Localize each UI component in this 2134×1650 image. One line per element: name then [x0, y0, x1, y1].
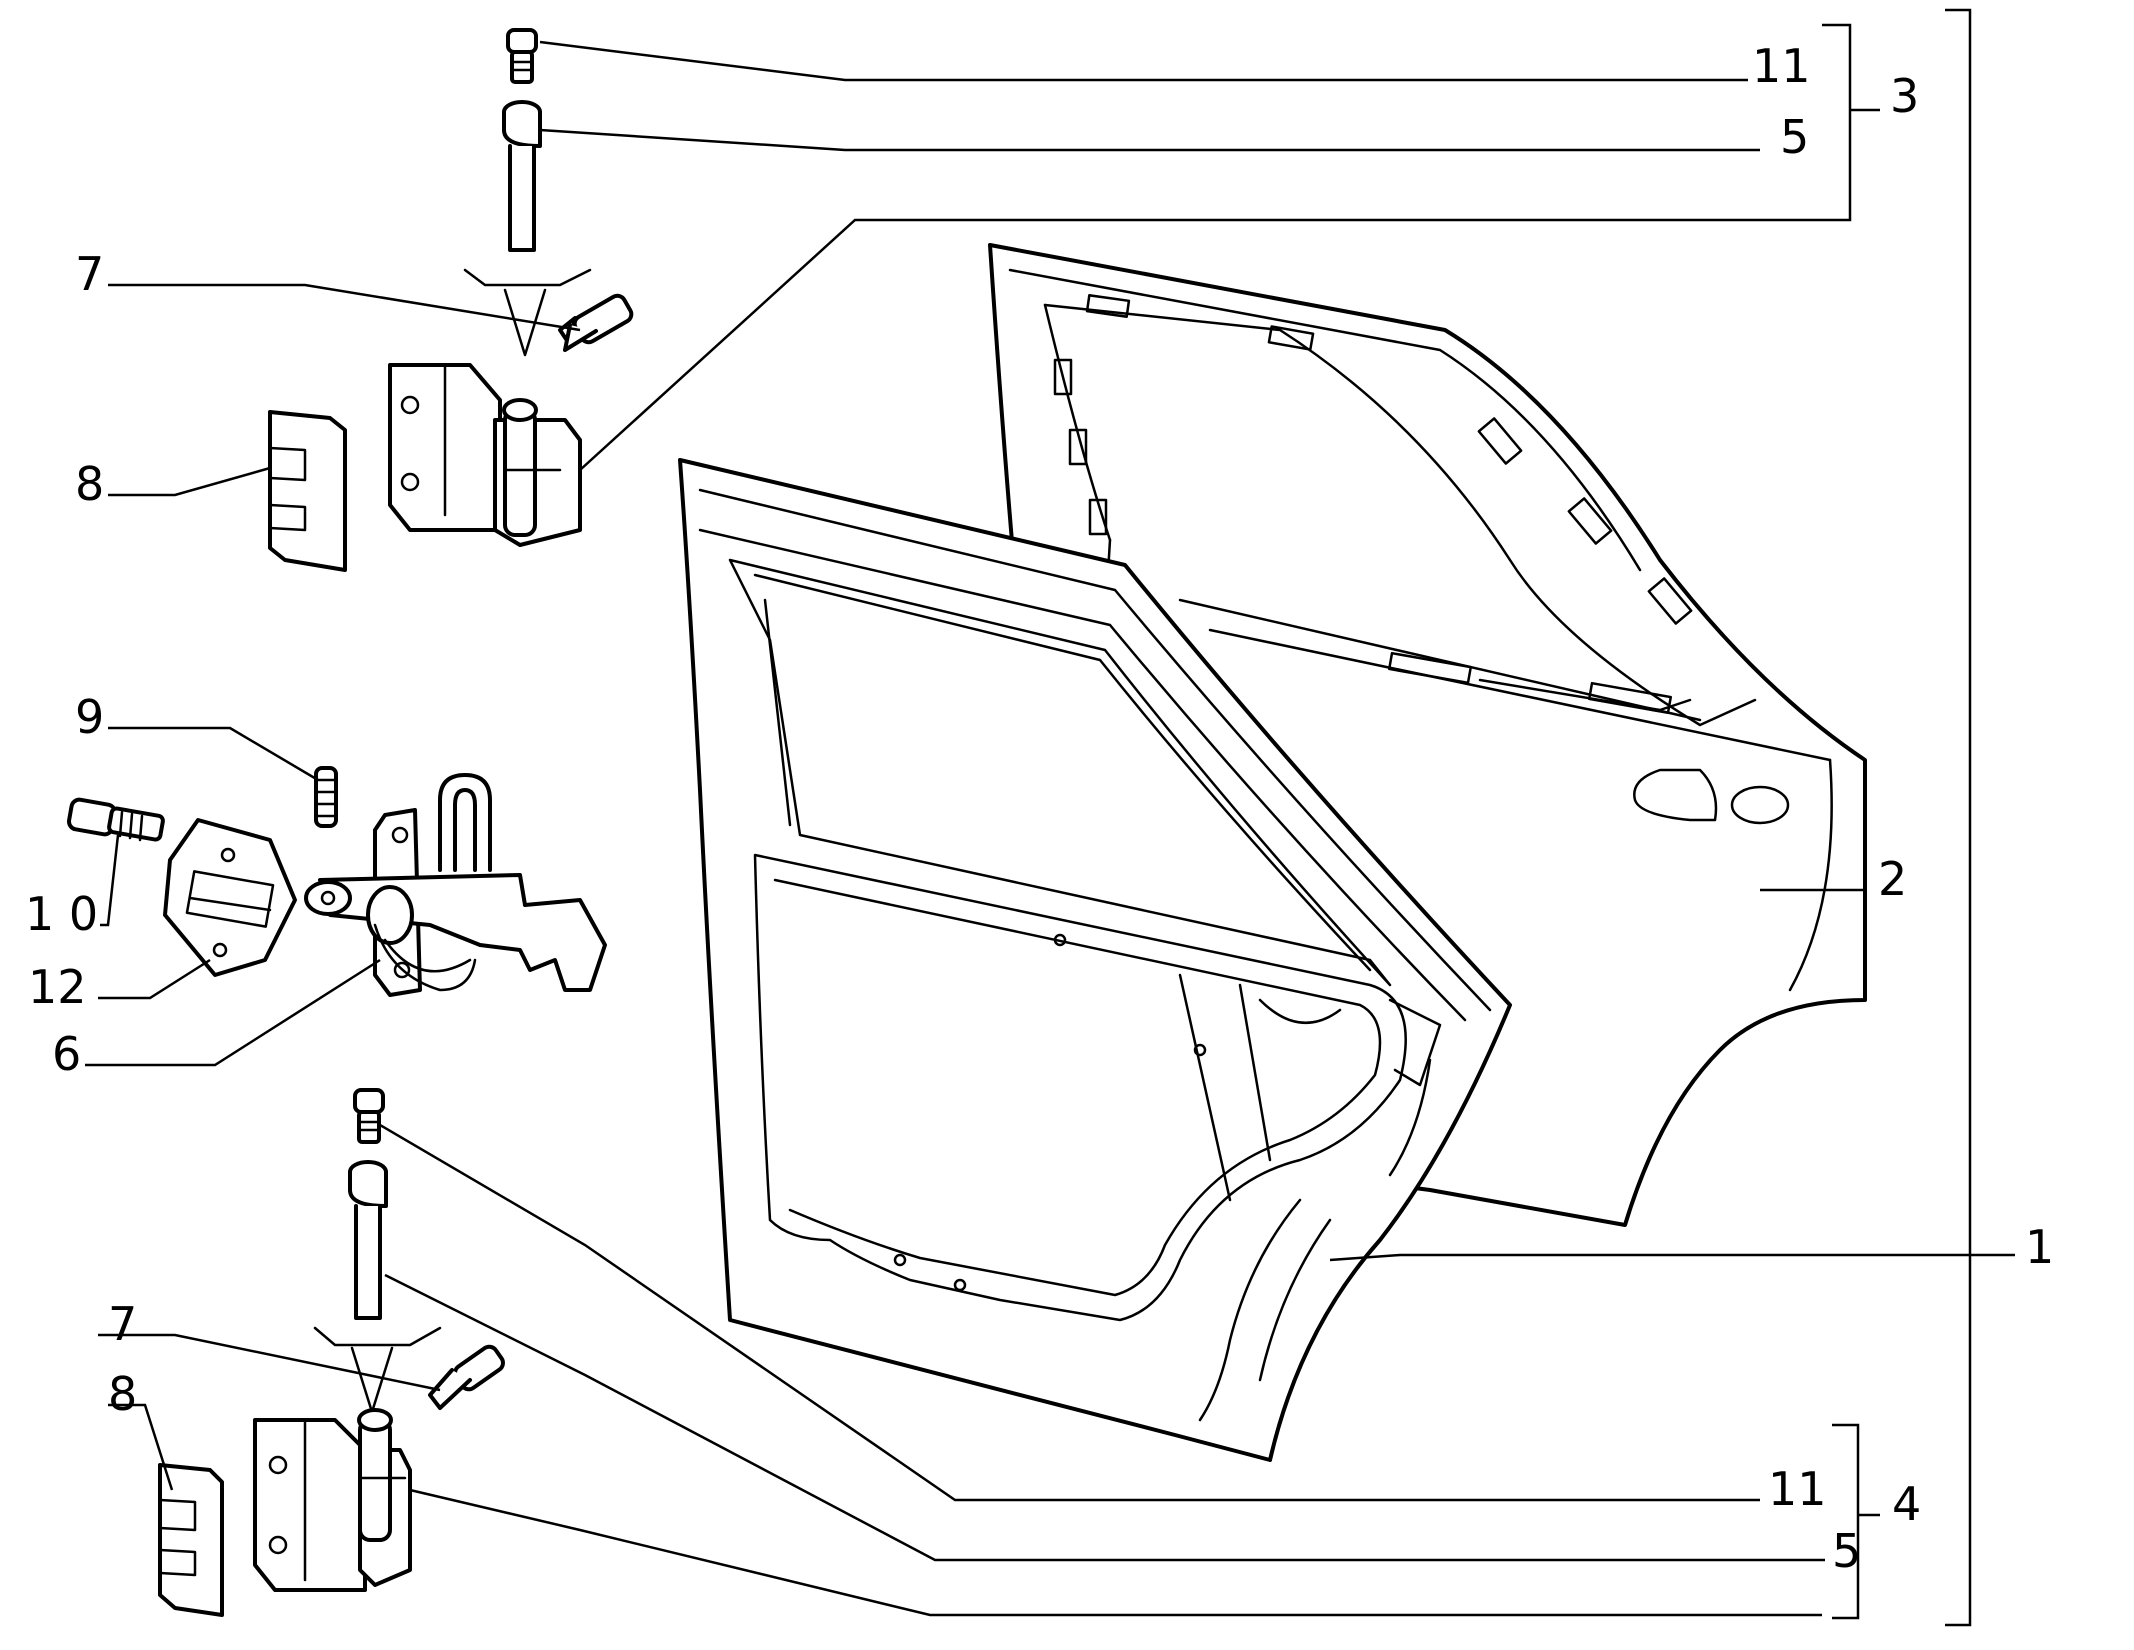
bracket-overall [1945, 8, 1972, 1627]
callout-9: 9 [75, 690, 104, 744]
bottom-hinge-bracket [253, 1408, 412, 1592]
callout-11-top: 11 [1752, 39, 1811, 93]
callout-8-top: 8 [75, 457, 104, 511]
callout-5-bottom: 5 [1832, 1524, 1861, 1578]
top-hinge-pin [502, 100, 542, 252]
callout-8-bottom: 8 [108, 1367, 137, 1421]
top-hinge-shim [268, 410, 347, 572]
callout-4: 4 [1892, 1477, 1921, 1531]
top-hinge-bracket [388, 363, 582, 547]
bottom-hinge-pin [348, 1160, 388, 1320]
callout-12: 12 [28, 960, 87, 1014]
callout-7-top: 7 [75, 247, 104, 301]
leader-lines [85, 40, 2015, 1617]
bottom-hinge-shim [158, 1463, 224, 1617]
door-handle-recess [1633, 768, 1790, 825]
top-hinge-bolt [558, 293, 634, 352]
door-check-strap [304, 773, 607, 997]
callout-11-bottom: 11 [1768, 1462, 1827, 1516]
bracket-group-4 [1832, 1423, 1880, 1620]
callout-1: 1 [2025, 1220, 2054, 1274]
bottom-hinge-screw [353, 1088, 385, 1144]
callout-3: 3 [1890, 69, 1919, 123]
callout-10: 1 0 [25, 887, 98, 941]
inner-door-frame [678, 458, 1512, 1462]
striker-bolt [66, 797, 165, 842]
striker-plate [163, 818, 297, 977]
bottom-assembly-arrow [313, 1326, 442, 1414]
callout-2: 2 [1878, 852, 1907, 906]
top-assembly-arrow [463, 268, 592, 357]
spring-pin [314, 766, 338, 828]
callout-7-bottom: 7 [108, 1297, 137, 1351]
bracket-group-3 [1822, 23, 1880, 222]
bottom-hinge-bolt [428, 1344, 505, 1410]
callout-6: 6 [52, 1027, 81, 1081]
glass-channel-clips [1053, 294, 1693, 715]
callout-5-top: 5 [1780, 110, 1809, 164]
top-hinge-screw [506, 28, 538, 84]
